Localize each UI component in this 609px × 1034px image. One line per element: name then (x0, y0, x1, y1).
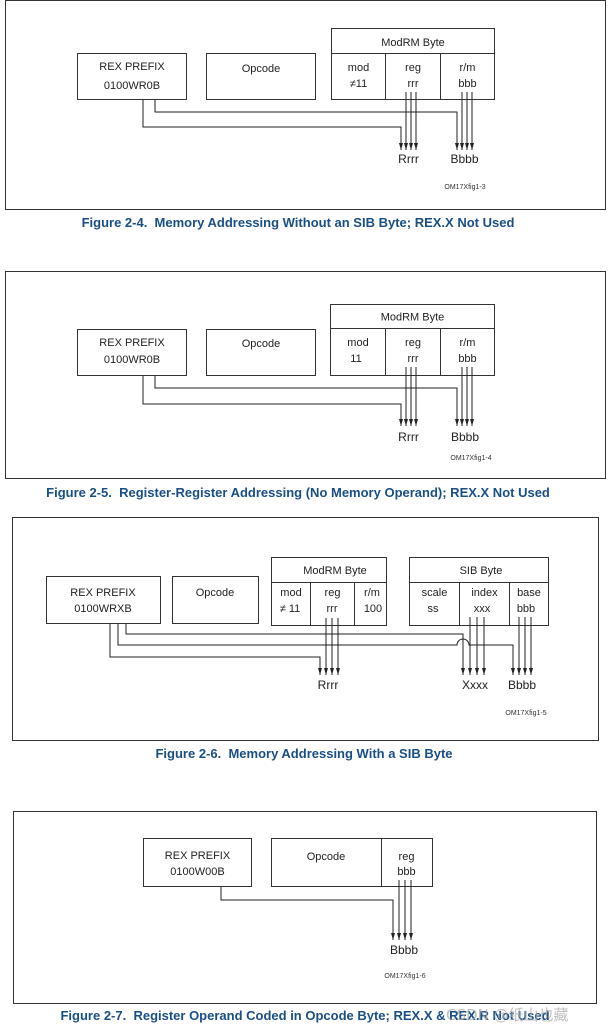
watermark: CSDN @纸山也藏 (446, 1006, 569, 1024)
reg-value: rrr (408, 78, 419, 90)
modrm-rm-box (440, 53, 495, 100)
figure-id: OM17Xfig1-4 (450, 455, 491, 462)
modrm-reg-box (385, 328, 441, 376)
output-base-label: Bbbb (451, 430, 479, 444)
output-register-label: Rrrr (398, 430, 419, 444)
figure-id: OM17Xfig1-3 (444, 184, 485, 191)
figure-frame (12, 517, 599, 741)
base-label: base (517, 587, 541, 599)
modrm-rm-box (354, 582, 387, 626)
rex-x-connector (125, 623, 465, 675)
rex-prefix-value: 0100W00B (170, 866, 224, 878)
sib-scale-box (409, 582, 460, 626)
opcode-label: Opcode (242, 63, 281, 75)
reg-value: rrr (327, 603, 338, 615)
opcode-label: Opcode (196, 587, 235, 599)
modrm-mod-box (271, 582, 311, 626)
rm-value: bbb (458, 78, 476, 90)
output-register-label: Rrrr (398, 152, 419, 166)
modrm-title: ModRM Byte (381, 37, 445, 49)
reg-label: reg (399, 851, 415, 863)
rex-r-connector (142, 375, 403, 426)
mod-value: 11 (350, 353, 361, 365)
rex-prefix-title: REX PREFIX (165, 850, 231, 862)
mod-value: ≠11 (350, 78, 367, 90)
index-label: index (471, 587, 498, 599)
modrm-mod-box (331, 53, 386, 100)
mod-label: mod (280, 587, 301, 599)
figure-caption: Figure 2-4. Memory Addressing Without an… (81, 215, 515, 230)
figure-frame (5, 271, 606, 479)
rm-label: r/m (460, 62, 476, 74)
rm-value: bbb (458, 353, 476, 365)
base-value: bbb (517, 603, 535, 615)
scale-value: ss (428, 603, 440, 615)
sib-title: SIB Byte (460, 565, 503, 577)
output-base-label: Bbbb (508, 678, 536, 692)
rex-prefix-value: 0100WR0B (104, 354, 160, 366)
modrm-header-box (331, 28, 495, 54)
rex-b-connector (154, 99, 459, 150)
sib-header-box (409, 557, 549, 583)
mod-value: ≠ 11 (280, 603, 301, 615)
figure-id: OM17Xfig1-6 (384, 973, 425, 980)
rm-label: r/m (364, 587, 380, 599)
modrm-header-box (271, 557, 387, 583)
modrm-title: ModRM Byte (303, 565, 367, 577)
modrm-title: ModRM Byte (381, 312, 445, 324)
reg-value: rrr (408, 353, 419, 365)
rex-prefix-title: REX PREFIX (99, 61, 165, 73)
modrm-mod-box (330, 328, 386, 376)
output-register-label: Rrrr (318, 678, 339, 692)
figure-2-7-diagram: REX PREFIX 0100W00B Opcode reg bbb Bbbb … (13, 811, 597, 1004)
reg-label: reg (405, 62, 421, 74)
rex-prefix-box (143, 838, 252, 887)
mod-label: mod (348, 62, 369, 74)
scale-label: scale (422, 587, 448, 599)
rm-value: 100 (364, 603, 382, 615)
rex-prefix-box (46, 576, 161, 624)
rex-prefix-box (77, 329, 187, 376)
sib-base-box (509, 582, 549, 626)
figure-2-4-diagram: REX PREFIX 0100WR0B Opcode ModRM Byte mo… (5, 0, 606, 210)
reg-label: reg (405, 337, 421, 349)
rex-prefix-title: REX PREFIX (70, 587, 136, 599)
figure-id: OM17Xfig1-5 (505, 710, 546, 717)
opcode-box (271, 838, 382, 887)
figure-caption: Figure 2-7. Register Operand Coded in Op… (60, 1008, 550, 1023)
reg-value: bbb (397, 866, 415, 878)
mod-label: mod (347, 337, 368, 349)
output-base-label: Bbbb (450, 152, 478, 166)
rex-r-connector (142, 99, 403, 150)
rex-b-connector (117, 623, 515, 675)
opcode-label: Opcode (242, 338, 281, 350)
rex-prefix-title: REX PREFIX (99, 337, 165, 349)
rex-prefix-value: 0100WRXB (74, 603, 131, 615)
index-value: xxx (474, 603, 491, 615)
figure-2-5-diagram: REX PREFIX 0100WR0B Opcode ModRM Byte mo… (5, 271, 606, 479)
rex-b-connector (220, 886, 395, 940)
figure-caption: Figure 2-5. Register-Register Addressing… (46, 485, 550, 500)
opcode-box (172, 576, 259, 624)
output-index-label: Xxxx (462, 678, 488, 692)
rex-prefix-value: 0100WR0B (104, 80, 160, 92)
figure-2-6-diagram: REX PREFIX 0100WRXB Opcode ModRM Byte mo… (12, 517, 599, 741)
modrm-reg-box (385, 53, 441, 100)
opcode-box (206, 53, 316, 100)
output-base-label: Bbbb (390, 943, 418, 957)
rex-prefix-box (77, 53, 187, 100)
opcode-box (206, 329, 316, 376)
rex-b-connector (154, 375, 459, 426)
reg-label: reg (325, 587, 341, 599)
opcode-reg-box (381, 838, 433, 887)
rm-label: r/m (460, 337, 476, 349)
rex-r-connector (109, 623, 322, 675)
opcode-label: Opcode (307, 851, 346, 863)
figure-frame (5, 0, 606, 210)
figure-frame (13, 811, 597, 1004)
figure-caption: Figure 2-6. Memory Addressing With a SIB… (155, 746, 453, 761)
